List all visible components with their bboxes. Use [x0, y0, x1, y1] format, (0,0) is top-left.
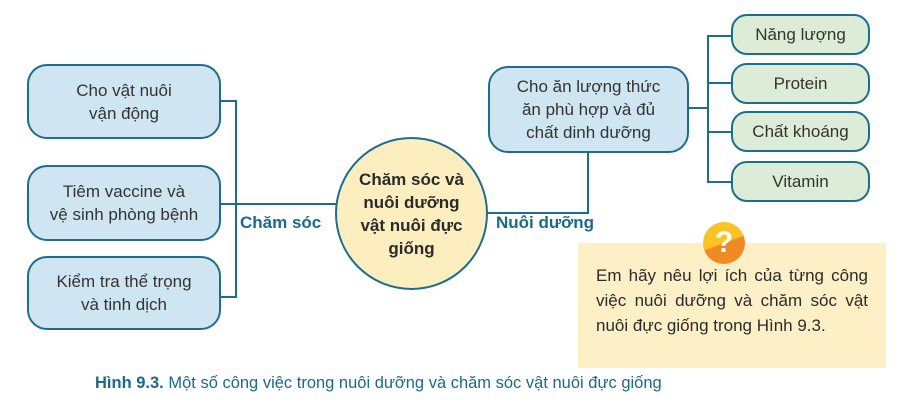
nutrient-minerals: Chất khoáng	[731, 111, 870, 152]
care-item-text: Cho vật nuôi	[76, 80, 172, 100]
care-item-text: Tiêm vaccine và	[62, 182, 186, 201]
care-item-text: vận động	[89, 103, 159, 123]
feeding-item-text: chất dinh dưỡng	[526, 123, 651, 142]
nutrient-label: Năng lượng	[755, 25, 846, 44]
central-topic-text: Chăm sóc và	[359, 169, 464, 189]
care-item-vaccine: Tiêm vaccine và vệ sinh phòng bệnh	[27, 165, 221, 241]
nutrient-label: Vitamin	[772, 172, 829, 191]
figure-caption-text: Một số công việc trong nuôi dưỡng và chă…	[163, 374, 662, 392]
question-text: Em hãy nêu lợi ích của từng công việc nu…	[596, 266, 868, 335]
figure-caption: Hình 9.3. Một số công việc trong nuôi dư…	[95, 374, 815, 393]
question-mark-icon: ?	[703, 222, 745, 264]
figure-caption-label: Hình 9.3.	[95, 374, 164, 392]
question-glyph: ?	[714, 226, 734, 259]
central-topic-text: vật nuôi đực	[360, 215, 463, 235]
feeding-item-text: Cho ăn lượng thức	[516, 77, 661, 96]
branch-label-feeding: Nuôi dưỡng	[496, 213, 595, 232]
central-topic: Chăm sóc và nuôi dưỡng vật nuôi đực giốn…	[335, 137, 488, 290]
feeding-item: Cho ăn lượng thức ăn phù hợp và đủ chất …	[488, 66, 689, 153]
nutrient-protein: Protein	[731, 63, 870, 104]
care-item-text: Kiểm tra thể trọng	[56, 272, 192, 291]
nutrient-label: Chất khoáng	[752, 122, 849, 141]
nutrient-label: Protein	[773, 74, 828, 93]
care-item-exercise: Cho vật nuôi vận động	[27, 64, 221, 139]
nutrient-energy: Năng lượng	[731, 14, 870, 55]
care-item-text: và tinh dịch	[81, 295, 167, 314]
care-item-text: vệ sinh phòng bệnh	[49, 205, 199, 224]
central-topic-text: giống	[388, 238, 435, 258]
branch-label-care: Chăm sóc	[240, 213, 322, 232]
care-item-check: Kiểm tra thể trọng và tinh dịch	[27, 256, 221, 330]
central-topic-text: nuôi dưỡng	[363, 192, 460, 212]
feeding-item-text: ăn phù hợp và đủ	[521, 100, 656, 119]
question-box: Em hãy nêu lợi ích của từng công việc nu…	[578, 243, 886, 368]
nutrient-vitamin: Vitamin	[731, 161, 870, 202]
